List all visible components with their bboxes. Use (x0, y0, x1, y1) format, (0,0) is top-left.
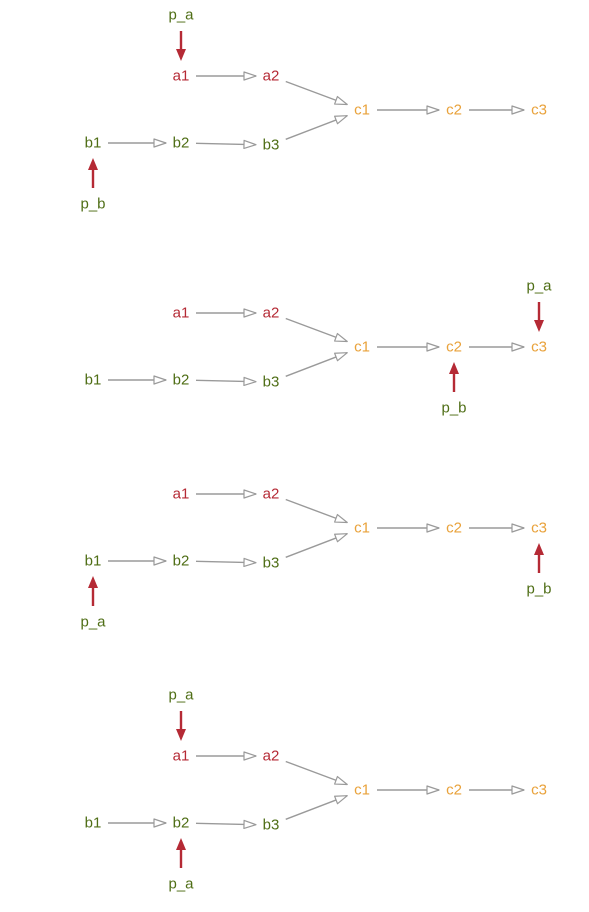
edge-b2-to-b3 (195, 376, 257, 386)
pointer-arrow-p_a-head (176, 729, 186, 741)
commit-node-a2: a2 (263, 68, 280, 85)
diagram-panel-4: a1 a2 b1 b2 b3 c1 c2 c3 p_a p_a (85, 687, 547, 893)
pointer-label-p_b: p_b (441, 400, 466, 417)
edge-b3-to-c1 (285, 795, 348, 820)
commit-node-b2: b2 (173, 372, 190, 389)
commit-node-a2: a2 (263, 748, 280, 765)
diagram-panel-1: a1 a2 b1 b2 b3 c1 c2 c3 p_a p_b (80, 7, 546, 213)
edge-b2-to-b3 (195, 557, 257, 567)
commit-node-c2: c2 (446, 782, 462, 799)
commit-node-b1: b1 (85, 815, 102, 832)
commit-node-a1: a1 (173, 748, 190, 765)
edge-b3-to-c1 (285, 352, 348, 377)
pointer-arrow-p_b-head (88, 158, 98, 170)
edge-b2-to-b3 (195, 819, 257, 829)
commit-node-c3: c3 (531, 339, 547, 356)
commit-node-b2: b2 (173, 135, 190, 152)
pointer-label-p_a: p_a (168, 876, 194, 893)
commit-node-b2: b2 (173, 553, 190, 570)
commit-node-b3: b3 (263, 817, 280, 834)
commit-node-b1: b1 (85, 372, 102, 389)
commit-node-a2: a2 (263, 486, 280, 503)
pointer-arrow-p_a-head (534, 320, 544, 332)
diagram-panel-2: a1 a2 b1 b2 b3 c1 c2 c3 p_a p_b (85, 278, 553, 417)
commit-node-c2: c2 (446, 520, 462, 537)
commit-node-b2: b2 (173, 815, 190, 832)
commit-node-c1: c1 (354, 102, 370, 119)
diagram-panel-3: a1 a2 b1 b2 b3 c1 c2 c3 p_a p_b (80, 486, 551, 631)
commit-node-c1: c1 (354, 782, 370, 799)
commit-node-b3: b3 (263, 137, 280, 154)
pointer-arrow-p_a-head (176, 838, 186, 850)
commit-node-c3: c3 (531, 102, 547, 119)
edge-a2-to-c1 (285, 498, 348, 524)
pointer-label-p_a: p_a (168, 7, 194, 24)
pointer-label-p_b: p_b (80, 196, 105, 213)
commit-node-b3: b3 (263, 374, 280, 391)
pointer-arrow-p_a-head (88, 576, 98, 588)
pointer-arrow-p_b-head (534, 543, 544, 555)
commit-node-b3: b3 (263, 555, 280, 572)
edge-b2-to-b3 (195, 139, 257, 149)
commit-node-c1: c1 (354, 520, 370, 537)
edge-a2-to-c1 (285, 317, 348, 343)
pointer-label-p_a: p_a (80, 614, 106, 631)
commit-node-c1: c1 (354, 339, 370, 356)
edge-a2-to-c1 (285, 760, 348, 786)
commit-node-a1: a1 (173, 486, 190, 503)
edge-b3-to-c1 (285, 533, 348, 558)
commit-node-a1: a1 (173, 68, 190, 85)
commit-node-b1: b1 (85, 553, 102, 570)
commit-node-c2: c2 (446, 102, 462, 119)
commit-node-b1: b1 (85, 135, 102, 152)
pointer-label-p_a: p_a (526, 278, 552, 295)
commit-node-c3: c3 (531, 782, 547, 799)
commit-node-c3: c3 (531, 520, 547, 537)
pointer-arrow-p_a-head (176, 49, 186, 61)
edge-a2-to-c1 (285, 80, 348, 106)
pointer-label-p_a: p_a (168, 687, 194, 704)
pointer-arrow-p_b-head (449, 362, 459, 374)
commit-node-c2: c2 (446, 339, 462, 356)
pointer-label-p_b: p_b (526, 581, 551, 598)
commit-node-a2: a2 (263, 305, 280, 322)
edge-b3-to-c1 (285, 115, 348, 140)
commit-node-a1: a1 (173, 305, 190, 322)
diagram-layer: a1 a2 b1 b2 b3 c1 c2 c3 p_a p_b a1 a2 b1 b2 b3 c1 c2 c3 p_… (80, 7, 552, 893)
